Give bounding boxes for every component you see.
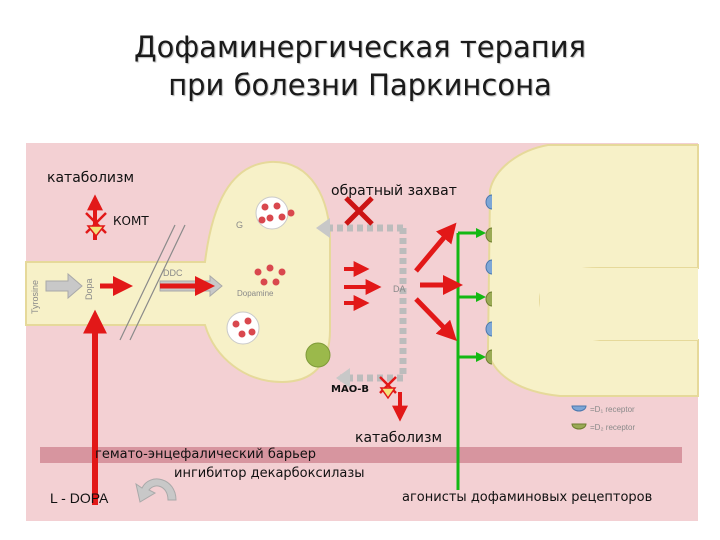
d1-receptor [485,194,493,210]
dopamine-dot [261,203,269,211]
legend-d2-label: =D₂ receptor [590,423,635,432]
reuptake-arrowhead [336,368,350,388]
ddc-label: DDC [163,268,183,278]
d2-receptor [485,349,493,365]
l-dopa-return-arrow [135,478,177,503]
dopamine-dot [244,317,252,325]
title-line-1: Дофаминергическая терапия [133,30,587,64]
reuptake-block-cross [344,196,374,226]
legend-d1-swatch [571,405,587,412]
dopamine-dot [278,213,286,221]
agonist-arrowheads [476,228,486,362]
d1-receptor [485,259,493,275]
dopamine-dot [266,264,274,272]
axon-break-mark [119,224,176,341]
receptor-arrow [414,297,457,342]
receptors [485,194,587,430]
dopamine-dot [266,214,274,222]
dopamine-molecules [232,202,295,338]
decarboxylase-inhibitor-label: ингибитор декарбоксилазы [174,466,365,481]
page-title: Дофаминергическая терапия при болезни Па… [0,28,720,104]
legend-d1-label: =D₁ receptor [590,405,635,414]
comt-block-cross [85,212,107,238]
vesicle [226,311,260,345]
tyrosine-arrow [45,272,83,300]
catabolism-bottom-label: катаболизм [355,430,443,446]
vesicle-green [305,342,331,368]
receptor-arrow [414,222,457,273]
d2-receptor [485,227,493,243]
catabolism-top-label: катаболизм [47,170,135,186]
axon-break-mark [129,224,186,341]
l-dopa-label: L - DOPA [50,490,109,506]
agonists-label: агонисты дофаминовых рецепторов [402,490,653,505]
dopamine-dot [278,268,286,276]
dopamine-dot [260,278,268,286]
dopamine-label: Dopamine [237,289,274,298]
d1-receptor [485,321,493,337]
da-label: DA [393,284,406,294]
red-arrows [83,194,464,505]
reuptake-arrowhead [316,218,330,238]
dopamine-dot [248,328,256,336]
tyrosine-label: Tyrosine [30,280,40,314]
dopamine-dot [272,278,280,286]
dopamine-dot [287,209,295,217]
dopa-label: Dopa [84,278,94,300]
reuptake-label: обратный захват [331,183,457,199]
d2-receptor [485,291,493,307]
title-line-2: при болезни Паркинсона [168,68,552,102]
bbb-label: гемато-энцефалический барьер [95,447,316,462]
mao-b-label: МАО-В [331,384,369,395]
g-label: G [236,220,243,230]
postsynaptic-axon [540,268,698,340]
vesicle [255,196,289,230]
bbb-band [40,447,682,463]
mao-b-block-cross [379,376,397,400]
dopamine-dot [258,216,266,224]
dopamine-dot [238,330,246,338]
dopamine-dot [232,320,240,328]
dopamine-dot [254,268,262,276]
dopamine-dot [273,202,281,210]
reuptake-path [328,224,407,382]
legend-d2-swatch [571,423,587,430]
comt-label: КОМТ [113,214,149,228]
